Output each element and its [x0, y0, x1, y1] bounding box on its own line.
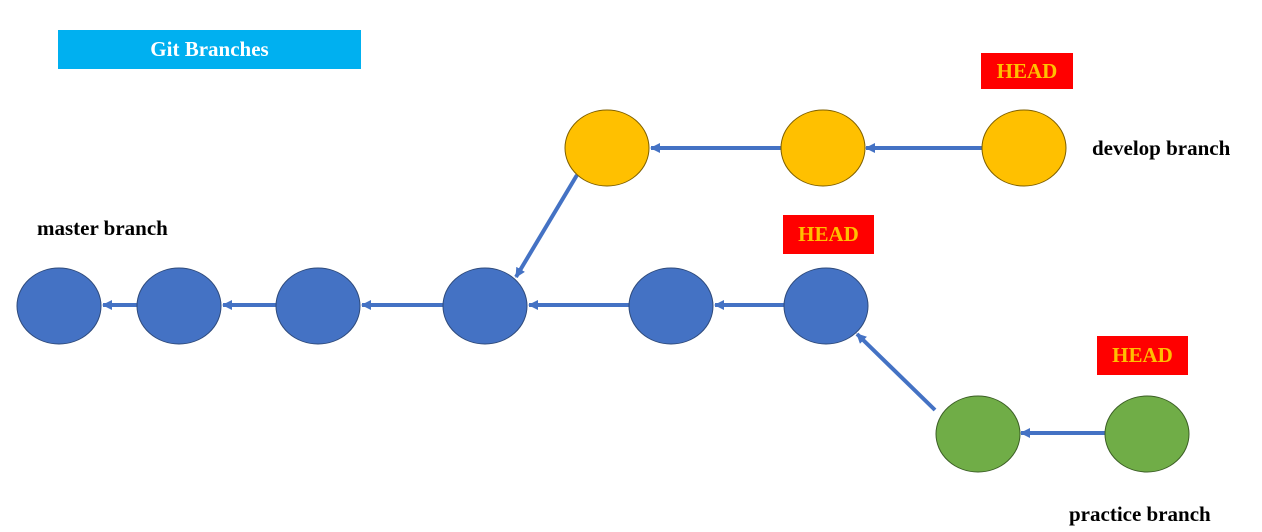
commit-node-develop-3 [981, 109, 1067, 187]
edges [102, 143, 1105, 438]
branch-label-develop: develop branch [1092, 136, 1231, 160]
head-tag-develop: HEAD [981, 53, 1073, 89]
edge-d1-m4 [514, 173, 579, 279]
branch-label-master: master branch [37, 216, 168, 240]
commit-node-master-1 [16, 267, 102, 345]
branch-label-practice: practice branch [1069, 502, 1211, 526]
head-tag-practice: HEAD [1097, 336, 1188, 375]
head-tag-master: HEAD [783, 215, 874, 254]
commit-node-master-4 [442, 267, 528, 345]
commit-node-master-3 [275, 267, 361, 345]
nodes [16, 109, 1190, 473]
commit-node-develop-2 [780, 109, 866, 187]
commit-node-practice-1 [935, 395, 1021, 473]
commit-node-master-6 [783, 267, 869, 345]
commit-node-master-2 [136, 267, 222, 345]
edge-p1-m6 [855, 332, 937, 412]
diagram-title: Git Branches [58, 30, 361, 69]
commit-node-practice-2 [1104, 395, 1190, 473]
commit-node-master-5 [628, 267, 714, 345]
commit-node-develop-1 [564, 109, 650, 187]
